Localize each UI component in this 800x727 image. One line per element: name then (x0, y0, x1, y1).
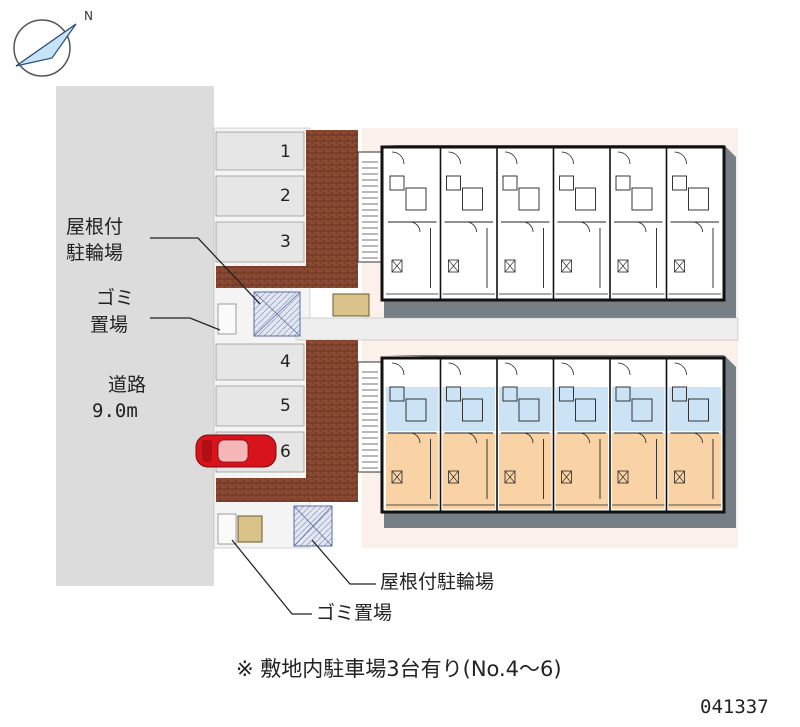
unit (386, 362, 439, 509)
unit (496, 148, 552, 300)
stairs-upper (357, 151, 383, 263)
bins-lower (237, 515, 263, 543)
parking-number-2: 2 (280, 186, 291, 206)
parking-spaces (215, 131, 305, 473)
parking-space-1 (215, 131, 305, 171)
garbage-area-lower (217, 513, 237, 545)
brick-walkway-lower-h (216, 478, 358, 502)
unit (665, 148, 721, 300)
brick-walkway-upper (306, 130, 358, 266)
parking-space-2 (215, 175, 305, 217)
road (56, 86, 214, 586)
unit (609, 359, 665, 511)
parking-number-4: 4 (280, 352, 291, 372)
brick-walkway-upper-h (216, 266, 358, 288)
leader-lines (150, 237, 376, 615)
north-arrow-icon (13, 19, 77, 77)
map-id: 041337 (700, 696, 769, 718)
road-name: 道路 (108, 374, 147, 396)
parking-space-4 (215, 343, 305, 381)
unit (552, 359, 608, 511)
unit (439, 359, 495, 511)
bike-parking-label-line2: 駐輪場 (66, 242, 124, 264)
parking-space-5 (215, 385, 305, 427)
footnote: ※ 敷地内駐車場3台有り(No.4～6) (236, 657, 562, 681)
unit (609, 148, 665, 300)
unit (552, 148, 608, 300)
unit (386, 151, 439, 295)
parking-number-5: 5 (280, 396, 291, 416)
path-strip (295, 317, 739, 341)
bike-parking-label-bottom: 屋根付駐輪場 (380, 571, 495, 593)
garbage-label-line1: ゴミ (96, 287, 135, 309)
unit (439, 148, 495, 300)
parking-number-6: 6 (280, 442, 291, 462)
bins-upper (332, 293, 370, 317)
bike-parking-label-line1: 屋根付 (66, 216, 124, 238)
road-width: 9.0m (92, 400, 138, 422)
parking-space-3 (215, 221, 305, 263)
brick-walkway-lower (306, 340, 358, 478)
car-icon (195, 434, 277, 468)
unit (496, 359, 552, 511)
parking-number-1: 1 (280, 142, 291, 162)
parking-number-3: 3 (280, 232, 291, 252)
unit (665, 359, 721, 511)
stairs-lower (357, 361, 383, 473)
north-label: N (84, 9, 93, 23)
garbage-label-line2: 置場 (90, 314, 129, 336)
garbage-area-upper (217, 303, 237, 335)
garbage-label-bottom: ゴミ置場 (316, 602, 393, 624)
